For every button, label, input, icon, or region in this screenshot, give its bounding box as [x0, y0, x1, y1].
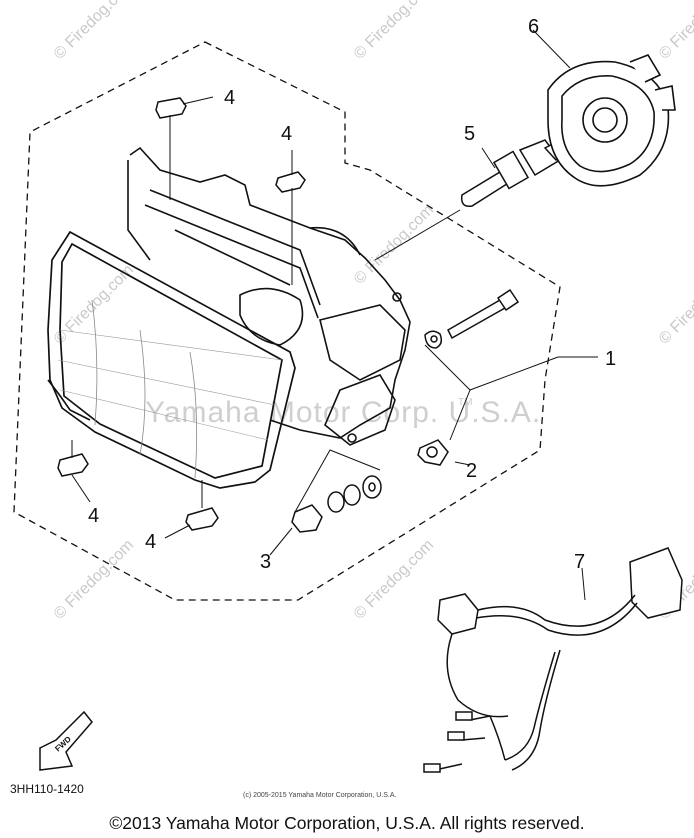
watermark-site: © Firedog.com [656, 261, 694, 347]
callout-7: 7 [574, 551, 585, 573]
callout-6: 6 [528, 16, 539, 38]
clip-part-4 [57, 97, 306, 531]
watermark-site: © Firedog.com [656, 0, 694, 63]
grommet-part-2 [417, 439, 449, 466]
fwd-arrow: FWD [39, 710, 93, 771]
wire-harness-part-7 [423, 547, 683, 773]
assembly-boundary [13, 41, 561, 601]
watermark-site: © Firedog.com [351, 0, 437, 63]
watermark-site: © Firedog.com [51, 0, 137, 63]
watermark-center: Yamaha Motor Corp. U.S.A. [145, 396, 541, 429]
callout-1: 1 [605, 348, 616, 370]
socket-cover-part-6 [547, 54, 676, 187]
watermark-site: © Firedog.com [351, 536, 437, 622]
footer-copyright: ©2013 Yamaha Motor Corporation, U.S.A. A… [109, 813, 585, 833]
callout-4-left: 4 [88, 505, 99, 527]
callout-4-top: 4 [224, 87, 235, 109]
callout-5: 5 [464, 123, 475, 145]
headlight-lens [47, 230, 296, 489]
callout-4-bottom: 4 [145, 531, 156, 553]
callout-4-mid: 4 [281, 123, 292, 145]
leader-lines [71, 29, 598, 601]
callouts: 1 2 3 4 4 4 4 5 6 7 [88, 16, 616, 573]
adjusting-screw [424, 288, 520, 349]
diagram-code: 3HH110-1420 [10, 782, 84, 796]
headlight-housing [127, 146, 411, 446]
watermark-site: © Firedog.com [51, 536, 137, 622]
callout-2: 2 [466, 460, 477, 482]
callout-3: 3 [260, 551, 271, 573]
small-copyright: (c) 2005-2015 Yamaha Motor Corporation, … [243, 792, 396, 799]
watermark-site: © Firedog.com [351, 201, 437, 287]
nut-part-3 [291, 475, 382, 533]
